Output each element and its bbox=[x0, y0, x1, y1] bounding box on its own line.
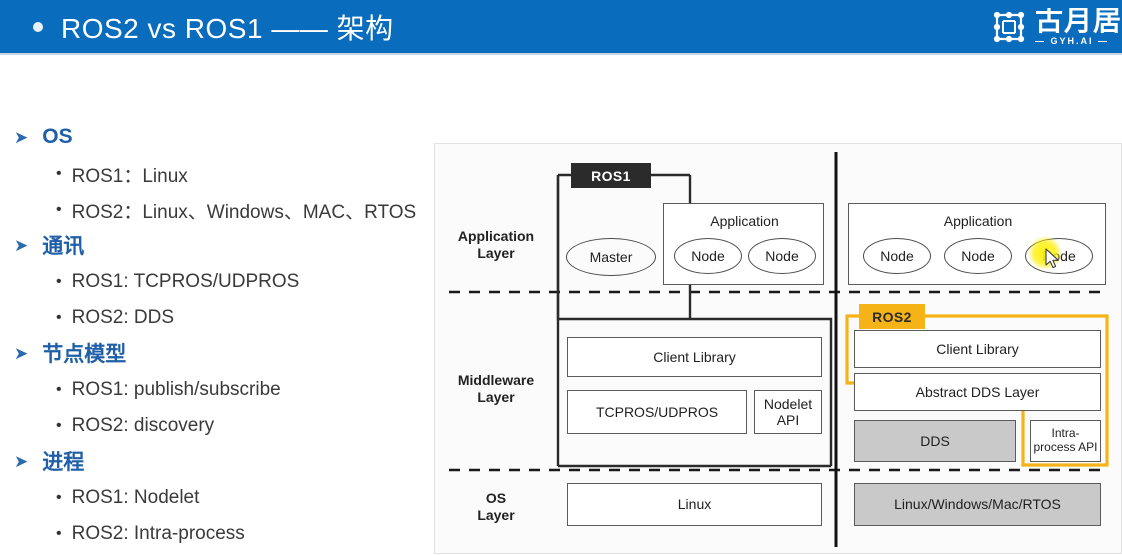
chevron-right-icon: ➤ bbox=[14, 343, 29, 363]
ros2-application-label: Application bbox=[943, 213, 1013, 229]
bullet-dot-icon: • bbox=[56, 165, 62, 182]
diagram-strokes bbox=[449, 152, 1109, 547]
brand-logo: 古月居 — GYH.AI — bbox=[991, 6, 1122, 48]
outline-item: • ROS1：Linux bbox=[0, 156, 434, 192]
outline-item: • ROS1: Nodelet bbox=[0, 480, 434, 516]
chevron-right-icon: ➤ bbox=[14, 235, 29, 255]
ros2-node-highlighted: Node bbox=[1025, 238, 1093, 274]
outline-item-label: ROS2: DDS bbox=[71, 307, 175, 328]
bullet-dot-icon: • bbox=[56, 525, 62, 542]
outline-heading-label: 通讯 bbox=[42, 235, 85, 258]
outline-item: • ROS2：Linux、Windows、MAC、RTOS bbox=[0, 192, 434, 228]
network-grid-icon bbox=[993, 11, 1025, 43]
chevron-right-icon: ➤ bbox=[14, 451, 29, 471]
bullet-dot-icon: • bbox=[56, 417, 62, 434]
ros1-tag: ROS1 bbox=[571, 163, 651, 188]
outline-item-label: ROS2: discovery bbox=[71, 415, 215, 436]
outline-item-label: ROS2：Linux、Windows、MAC、RTOS bbox=[71, 201, 417, 223]
logo-wordmark: 古月居 — GYH.AI — bbox=[1035, 8, 1122, 46]
ros1-outline-left bbox=[556, 175, 831, 468]
outline-heading-label: 节点模型 bbox=[42, 343, 127, 366]
ros1-node: Node bbox=[748, 238, 816, 274]
outline-heading-process: ➤ 进程 bbox=[0, 444, 434, 478]
ros2-abstract-dds-layer: Abstract DDS Layer bbox=[854, 373, 1101, 411]
logo-en-text: — GYH.AI — bbox=[1034, 35, 1109, 46]
slide-header: ROS2 vs ROS1 —— 架构 古月居 — GYH.AI — bbox=[0, 0, 1122, 53]
bullet-dot-icon: • bbox=[56, 489, 62, 506]
ros1-tcpros-udpros: TCPROS/UDPROS bbox=[567, 390, 747, 434]
ros1-nodelet-api: Nodelet API bbox=[754, 390, 822, 434]
outline-item: • ROS1: TCPROS/UDPROS bbox=[0, 264, 434, 300]
bullet-dot-icon: • bbox=[56, 381, 62, 398]
outline-item: • ROS2: Intra-process bbox=[0, 516, 434, 552]
ros1-node: Node bbox=[674, 238, 742, 274]
outline-item-label: ROS1: Nodelet bbox=[71, 487, 200, 508]
outline-item-label: ROS1: publish/subscribe bbox=[71, 379, 281, 400]
bullet-dot-icon: • bbox=[56, 309, 62, 326]
page-title: ROS2 vs ROS1 —— 架构 bbox=[61, 12, 394, 44]
ros2-application-group: Application Node Node Node bbox=[848, 203, 1106, 285]
outline-item: • ROS1: publish/subscribe bbox=[0, 372, 434, 408]
title-bullet-icon bbox=[33, 21, 43, 32]
ros2-client-library: Client Library bbox=[854, 330, 1101, 368]
outline-heading-communication: ➤ 通讯 bbox=[0, 228, 434, 262]
ros2-node: Node bbox=[863, 238, 931, 274]
ros1-os-box: Linux bbox=[567, 483, 822, 526]
ros2-node: Node bbox=[944, 238, 1012, 274]
ros2-os-box: Linux/Windows/Mac/RTOS bbox=[854, 483, 1101, 526]
ros2-outline bbox=[845, 314, 1109, 467]
outline-item-label: ROS2: Intra-process bbox=[71, 523, 245, 544]
ros2-dds: DDS bbox=[854, 420, 1016, 462]
outline-item: • ROS2: discovery bbox=[0, 408, 434, 444]
ros1-client-library: Client Library bbox=[567, 337, 822, 377]
bullet-dot-icon: • bbox=[56, 201, 62, 218]
outline-heading-node-model: ➤ 节点模型 bbox=[0, 336, 434, 370]
outline-item-label: ROS1: TCPROS/UDPROS bbox=[71, 271, 300, 292]
ros1-master-node: Master bbox=[566, 238, 656, 276]
outline-heading-label: OS bbox=[42, 125, 73, 148]
outline-column: ➤ OS • ROS1：Linux • ROS2：Linux、Windows、M… bbox=[0, 120, 434, 552]
ros2-intra-process-api: Intra-process API bbox=[1030, 420, 1101, 462]
header-divider bbox=[0, 53, 1122, 55]
outline-item: • ROS2: DDS bbox=[0, 300, 434, 336]
outline-heading-os: ➤ OS bbox=[0, 120, 434, 154]
logo-cn-text: 古月居 bbox=[1034, 8, 1122, 34]
outline-heading-label: 进程 bbox=[42, 451, 85, 474]
outline-item-label: ROS1：Linux bbox=[71, 165, 188, 187]
ros2-tag: ROS2 bbox=[859, 304, 925, 329]
bullet-dot-icon: • bbox=[56, 273, 62, 290]
chevron-right-icon: ➤ bbox=[14, 127, 29, 147]
ros1-application-group: Application Node Node bbox=[663, 203, 824, 285]
ros1-application-label: Application bbox=[710, 213, 779, 229]
